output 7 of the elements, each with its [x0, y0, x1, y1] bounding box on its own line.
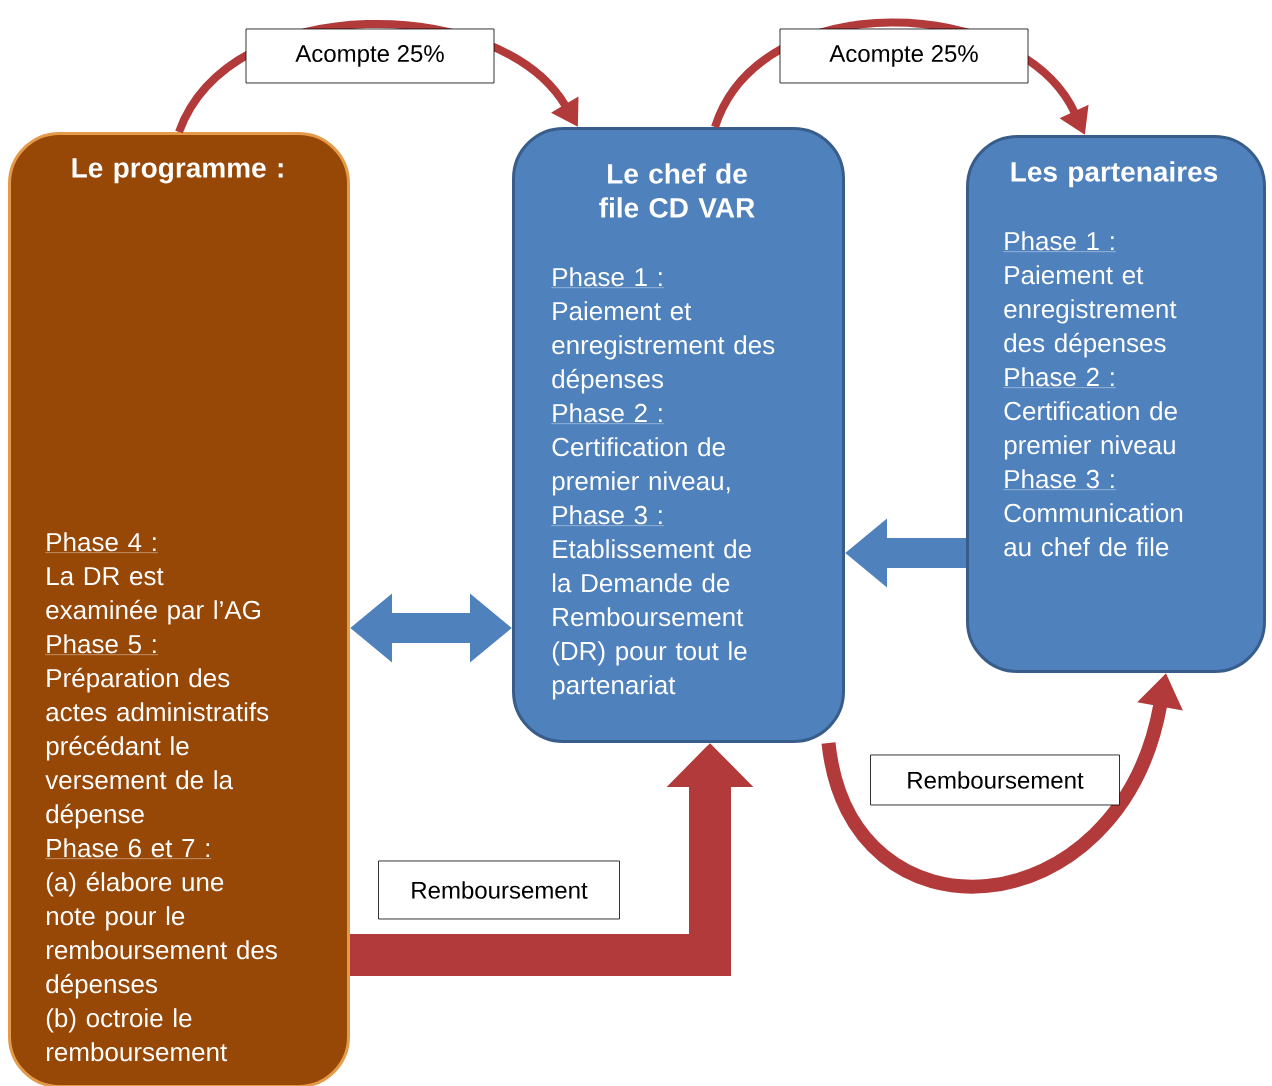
process-box: Le chef de file CD VAR Phase 1 : Paiement et enregistrement des dépenses Phase 2 : Certification de premier niveau, Phase 3 : Etablissement de la Demande de Remboursement (DR) pour tout le partenariat [512, 126, 845, 743]
edge-label: Acompte 25% [245, 28, 495, 84]
edge-label: Remboursement [378, 860, 620, 920]
edge-label: Remboursement [870, 754, 1120, 806]
process-box: Les partenaires Phase 1 : Paiement et enregistrement des dépenses Phase 2 : Certification de premier niveau Phase 3 : Communication au chef de file [966, 135, 1266, 673]
edge-label: Acompte 25% [779, 28, 1029, 84]
process-box: Le programme : Phase 4 : La DR est examinée par l’AG Phase 5 : Préparation des actes administratifs précédant le versement de la dépense Phase 6 et 7 : (a) élabore une note pour le remboursement des dépenses (b) octroie le remboursement [8, 132, 350, 1086]
